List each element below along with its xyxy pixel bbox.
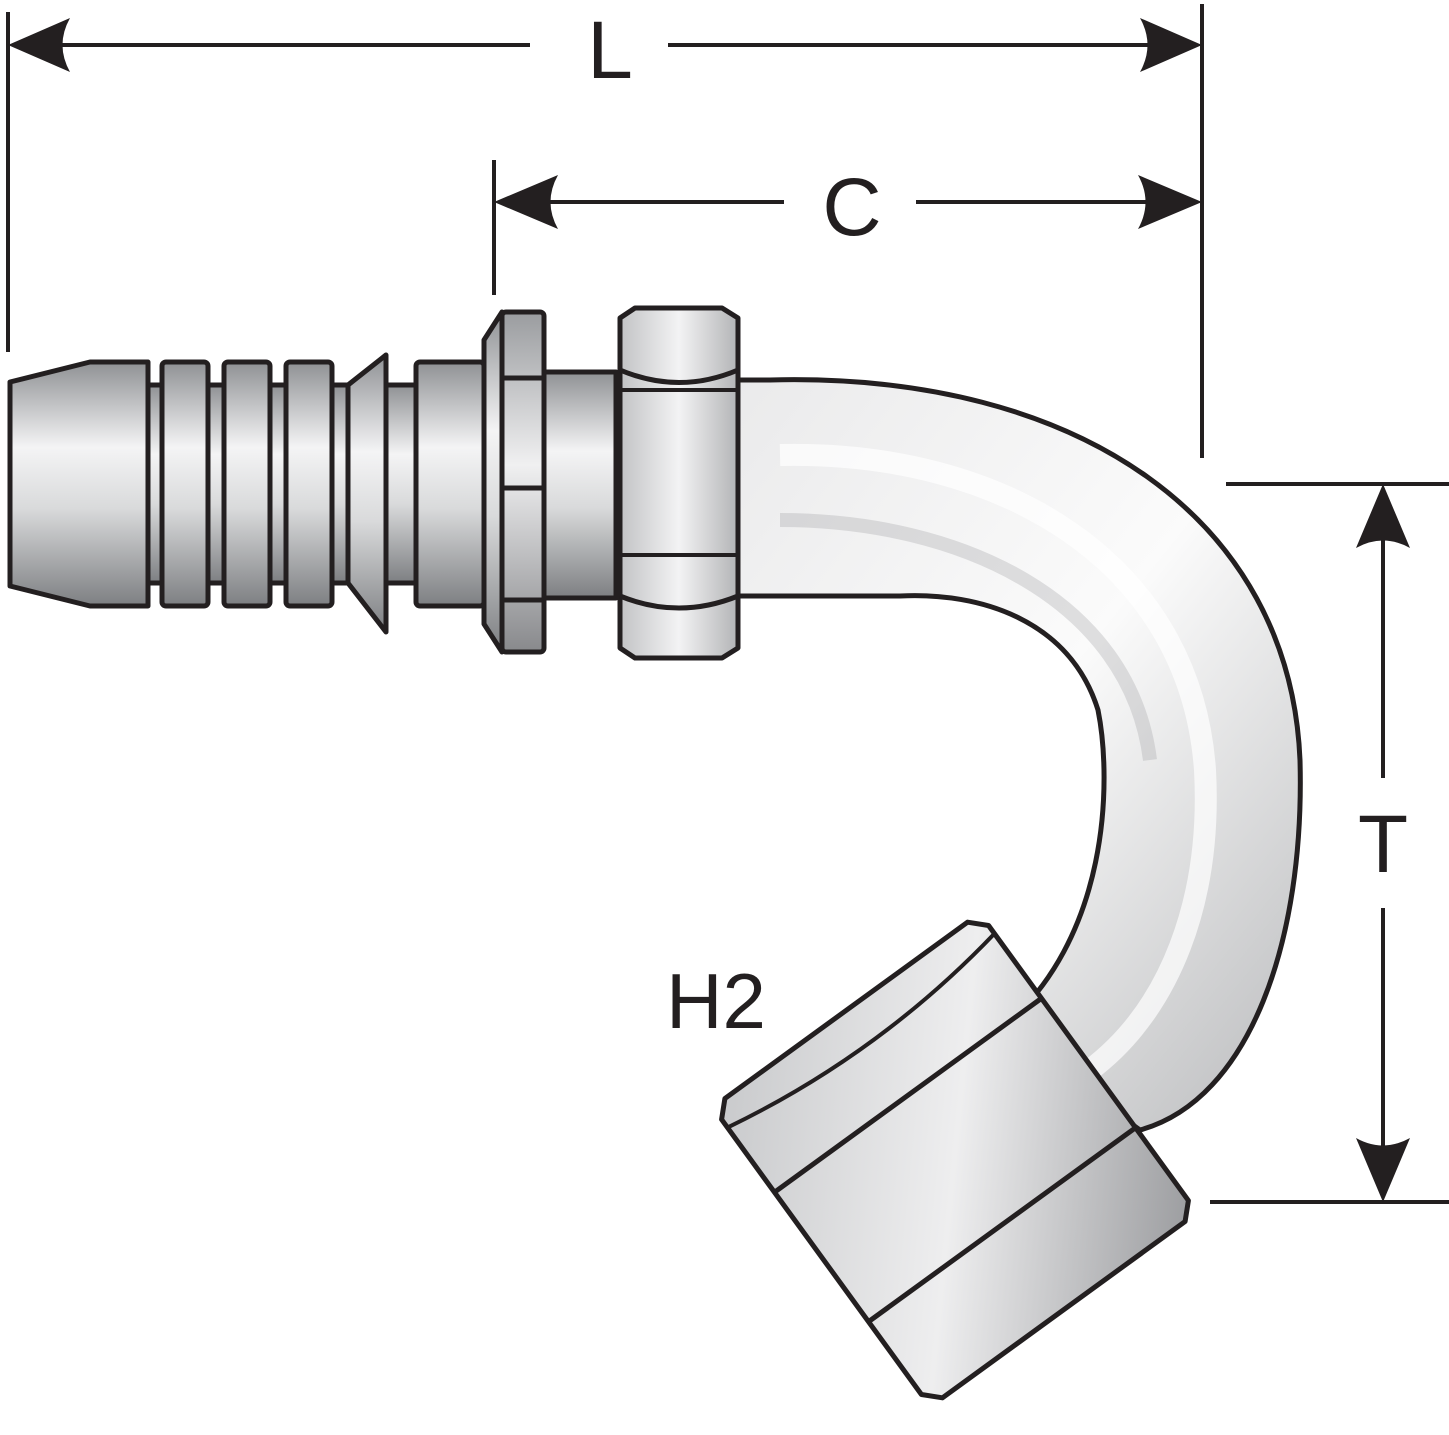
hex-nut-swivel (719, 919, 1191, 1401)
arrow-left (8, 18, 70, 72)
label-t: T (1358, 799, 1408, 890)
collar-body (541, 369, 619, 601)
bent-tube (697, 377, 1303, 1133)
tube-shadow (779, 513, 1157, 761)
tube-highlight (779, 443, 1217, 1079)
stem-shoulder (413, 359, 487, 609)
stem-flare (345, 352, 389, 635)
label-h2: H2 (666, 957, 766, 1045)
dimension-l: L (8, 5, 1202, 96)
arrow-up (1356, 484, 1410, 548)
arrow-left (494, 175, 558, 229)
hex-flat-line (619, 367, 739, 385)
dimension-lines (6, 4, 1449, 1204)
label-l: L (587, 5, 633, 96)
label-c: C (822, 162, 881, 253)
arrow-right (1140, 18, 1202, 72)
stem-neck (383, 382, 419, 586)
hex-nut-straight (617, 305, 741, 661)
arrow-right (1138, 175, 1202, 229)
stem-rib-2 (221, 359, 273, 609)
hose-fitting (7, 305, 1303, 1401)
dimension-c: C (494, 162, 1202, 253)
stem-rib-3 (283, 359, 335, 609)
stem-rib-1 (159, 359, 211, 609)
arrow-down (1356, 1138, 1410, 1202)
dimension-t: T (1356, 484, 1410, 1202)
stem-nose (7, 359, 151, 609)
collar-bevel (481, 309, 505, 655)
hex-flat-line (619, 593, 739, 611)
